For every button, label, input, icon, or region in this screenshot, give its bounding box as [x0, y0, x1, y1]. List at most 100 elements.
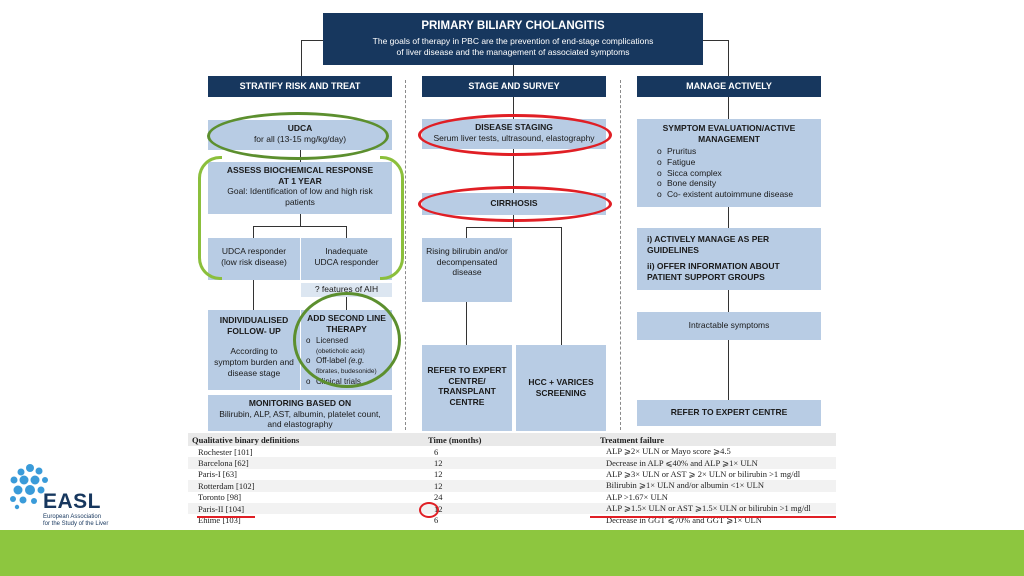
table-cell: 12: [434, 469, 443, 480]
underline-paris-ii: [197, 516, 255, 518]
table-cell: 12: [424, 480, 596, 492]
table-cell: Rochester [101]: [198, 446, 253, 457]
column-divider: [620, 80, 621, 430]
guidelines-text: i) ACTIVELY MANAGE AS PER GUIDELINES: [647, 234, 770, 255]
intractable-text: Intractable symptoms: [688, 320, 770, 330]
followup-title: INDIVIDUALISED FOLLOW- UP: [219, 315, 289, 336]
highlight-ellipse-udca: [207, 112, 389, 160]
connector: [301, 40, 302, 76]
table-cell: Rotterdam [102]: [188, 480, 424, 492]
connector: [728, 207, 729, 228]
symptom-title: SYMPTOM EVALUATION/ACTIVE MANAGEMENT: [662, 123, 796, 144]
table-row-highlighted: Paris-II [104] 12 ALP ⩾1.5× ULN or AST ⩾…: [188, 502, 836, 515]
symptom-item: Fatigue: [655, 157, 815, 168]
table-cell: ALP >1.67× ULN: [606, 492, 668, 503]
highlight-ellipse-staging: [418, 114, 612, 156]
arrow: [561, 227, 562, 345]
table-cell: 12: [424, 502, 596, 515]
inadequate-line-1: Inadequate: [325, 246, 368, 256]
highlight-ellipse-second-line: [293, 292, 401, 388]
easl-logo-line-1: European Association: [43, 514, 102, 520]
monitoring-title: MONITORING BASED ON: [248, 398, 352, 408]
table-cell: ALP ⩾2× ULN or Mayo score ⩾4.5: [606, 446, 731, 457]
underline-paris-ii-criteria: [590, 516, 836, 518]
connector: [728, 97, 729, 119]
connector: [346, 226, 347, 238]
highlight-circle-time: [419, 502, 439, 518]
connector: [253, 226, 254, 238]
table-cell: 12: [424, 457, 596, 469]
intractable-box: Intractable symptoms: [637, 312, 821, 340]
monitoring-box: MONITORING BASED ON Bilirubin, ALP, AST,…: [208, 395, 392, 431]
footer-bar: [0, 530, 1024, 576]
symptom-item: Sicca complex: [655, 168, 815, 179]
column-divider: [405, 80, 406, 430]
table-cell: Ehime [103]: [198, 515, 241, 526]
table-cell: 6: [434, 515, 439, 526]
support-text: ii) OFFER INFORMATION ABOUT PATIENT SUPP…: [647, 261, 780, 282]
table-cell: 24: [434, 492, 443, 503]
refer-transplant-text: REFER TO EXPERT CENTRE/ TRANSPLANT CENTR…: [427, 365, 507, 407]
table-row: Rochester [101] 6 ALP ⩾2× ULN or Mayo sc…: [188, 446, 836, 457]
highlight-bracket-right: [380, 156, 404, 280]
table-cell: Paris-I [63]: [198, 469, 237, 480]
column-header: Treatment failure: [596, 433, 836, 446]
arrow: [513, 149, 514, 193]
connector: [728, 40, 729, 76]
monitoring-text: Bilirubin, ALP, AST, albumin, platelet c…: [219, 408, 381, 430]
symptom-item: Pruritus: [655, 146, 815, 157]
table-cell: Bilirubin ⩾1× ULN and/or albumin <1× ULN: [596, 480, 836, 492]
inadequate-responder-box: Inadequate UDCA responder: [301, 238, 392, 280]
followup-box: INDIVIDUALISED FOLLOW- UP According to s…: [208, 310, 300, 390]
header-subtitle-2: of liver disease and the management of a…: [396, 47, 630, 57]
treatment-failure-table: Qualitative binary definitions Time (mon…: [188, 433, 836, 526]
column-header-stage: STAGE AND SURVEY: [422, 76, 606, 97]
table-cell: Paris-II [104]: [188, 502, 424, 515]
column-header-stratify: STRATIFY RISK AND TREAT: [208, 76, 392, 97]
arrow: [466, 302, 467, 345]
easl-logo-mark: [10, 464, 48, 510]
assess-response-box: ASSESS BIOCHEMICAL RESPONSE AT 1 YEAR Go…: [208, 162, 392, 214]
assess-title-1: ASSESS BIOCHEMICAL RESPONSE: [226, 165, 374, 175]
header-subtitle-1: The goals of therapy in PBC are the prev…: [372, 36, 654, 46]
highlight-ellipse-cirrhosis: [418, 186, 612, 222]
connector: [703, 40, 729, 41]
symptom-evaluation-box: SYMPTOM EVALUATION/ACTIVE MANAGEMENT Pru…: [637, 119, 821, 207]
table-cell: Toronto [98]: [198, 492, 242, 503]
table-cell: Barcelona [62]: [188, 457, 424, 469]
connector: [513, 65, 514, 76]
column-header: Qualitative binary definitions: [188, 433, 424, 446]
udca-responder-box: UDCA responder (low risk disease): [208, 238, 300, 280]
refer-expert-text: REFER TO EXPERT CENTRE: [670, 407, 788, 417]
highlight-bracket-left: [198, 156, 222, 280]
inadequate-line-2: UDCA responder: [314, 256, 379, 267]
arrow: [253, 280, 254, 310]
table-row: Ehime [103] 6 Decrease in GGT ⩽70% and G…: [188, 514, 836, 526]
table-row: Paris-I [63] 12 ALP ⩾3× ULN or AST ⩾ 2× …: [188, 469, 836, 480]
connector: [466, 227, 467, 238]
connector: [300, 214, 301, 226]
connector: [728, 290, 729, 312]
easl-logo-line-2: for the Study of the Liver: [43, 521, 109, 527]
connector: [513, 215, 514, 227]
rising-bilirubin-box: Rising bilirubin and/or decompensated di…: [422, 238, 512, 302]
hcc-screening-box: HCC + VARICES SCREENING: [516, 345, 606, 431]
column-header: Time (months): [424, 433, 596, 446]
hcc-text: HCC + VARICES SCREENING: [528, 377, 594, 398]
table-cell: ALP ⩾3× ULN or AST ⩾ 2× ULN or bilirubin…: [606, 468, 801, 479]
connector: [466, 227, 561, 228]
page-title: PRIMARY BILIARY CHOLANGITIS: [421, 20, 605, 32]
symptom-item: Co- existent autoimmune disease: [655, 189, 815, 200]
symptom-item: Bone density: [655, 178, 815, 189]
assess-title-2: AT 1 YEAR: [278, 175, 322, 186]
column-header-manage: MANAGE ACTIVELY: [637, 76, 821, 97]
header-box: PRIMARY BILIARY CHOLANGITIS The goals of…: [323, 13, 703, 65]
connector: [253, 226, 346, 227]
easl-logo-name: EASL: [43, 490, 102, 513]
arrow: [513, 97, 514, 119]
table-header-row: Qualitative binary definitions Time (mon…: [188, 433, 836, 446]
table-cell: Decrease in ALP ⩽40% and ALP ⩾1× ULN: [596, 457, 836, 469]
connector: [301, 40, 323, 41]
followup-text: According to symptom burden and disease …: [214, 346, 294, 378]
responder-line-1: UDCA responder: [221, 246, 287, 256]
